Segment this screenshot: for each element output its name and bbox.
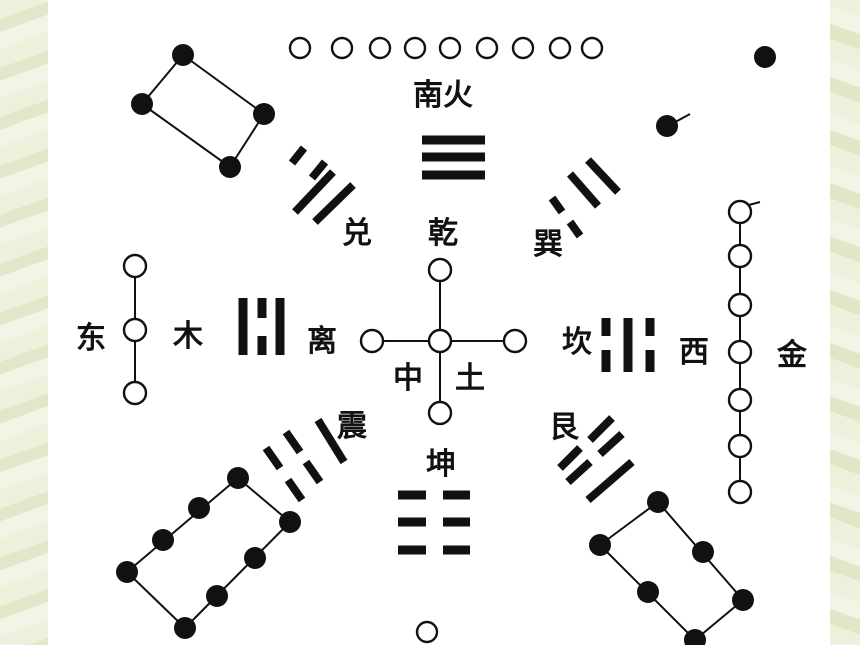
top-right-dot-2 bbox=[656, 115, 678, 137]
label-zhen: 震 bbox=[337, 409, 368, 444]
label-south-fire: 南火 bbox=[413, 78, 473, 113]
bottom-right-dot-6 bbox=[684, 629, 706, 645]
top-left-rect-edge-3 bbox=[141, 103, 231, 168]
zhen-line-1 bbox=[314, 417, 348, 465]
bottom-left-dot-7 bbox=[206, 585, 228, 607]
top-hollow-circle-2 bbox=[330, 36, 354, 60]
xun-line-1 bbox=[566, 171, 602, 209]
top-left-dot-3 bbox=[219, 156, 241, 178]
center-hollow-5 bbox=[427, 400, 453, 426]
bottom-left-rect-edge-3 bbox=[184, 521, 291, 629]
diagram-marks bbox=[116, 36, 776, 645]
top-hollow-circle-6 bbox=[475, 36, 499, 60]
west-hollow-5 bbox=[727, 387, 753, 413]
east-hollow-3 bbox=[122, 380, 148, 406]
top-hollow-circle-4 bbox=[403, 36, 427, 60]
center-hollow-3 bbox=[427, 328, 453, 354]
bottom-left-dot-8 bbox=[174, 617, 196, 639]
top-hollow-circle-7 bbox=[511, 36, 535, 60]
dui-line-2 bbox=[292, 169, 336, 215]
center-hollow-4 bbox=[502, 328, 528, 354]
bottom-left-dot-1 bbox=[116, 561, 138, 583]
decorative-border-right bbox=[830, 0, 860, 645]
dui-line-3 bbox=[312, 182, 356, 225]
west-hollow-4 bbox=[727, 339, 753, 365]
bottom-left-dot-3 bbox=[188, 497, 210, 519]
label-east: 东 bbox=[76, 321, 106, 356]
bottom-right-dot-3 bbox=[692, 541, 714, 563]
west-hollow-2 bbox=[727, 243, 753, 269]
top-hollow-circle-8 bbox=[548, 36, 572, 60]
bottom-left-dot-2 bbox=[152, 529, 174, 551]
label-wood: 木 bbox=[172, 319, 203, 354]
west-hollow-1 bbox=[727, 199, 753, 225]
xun-line-3a bbox=[548, 195, 566, 215]
bottom-right-dot-4 bbox=[732, 589, 754, 611]
label-xun: 巽 bbox=[533, 227, 563, 262]
decorative-border-left bbox=[0, 0, 48, 645]
gen-line-2b bbox=[597, 431, 625, 457]
center-hollow-2 bbox=[359, 328, 385, 354]
top-left-dot-2 bbox=[253, 103, 275, 125]
bottom-right-dot-1 bbox=[589, 534, 611, 556]
dui-line-1b bbox=[288, 145, 308, 166]
gen-line-1b bbox=[557, 445, 583, 471]
gen-line-1a bbox=[587, 415, 615, 443]
zhen-line-2b bbox=[302, 459, 324, 485]
zhen-line-3a bbox=[262, 445, 284, 471]
bottom-hollow-circle bbox=[415, 620, 439, 644]
bottom-right-dot-5 bbox=[637, 581, 659, 603]
label-metal: 金 bbox=[776, 338, 808, 373]
label-kan: 坎 bbox=[562, 325, 592, 360]
top-hollow-circle-1 bbox=[288, 36, 312, 60]
label-dui: 兑 bbox=[342, 216, 372, 251]
xun-line-2 bbox=[585, 157, 621, 195]
bottom-left-dot-5 bbox=[279, 511, 301, 533]
bottom-left-dot-4 bbox=[227, 467, 249, 489]
top-hollow-circle-5 bbox=[438, 36, 462, 60]
top-hollow-circle-3 bbox=[368, 36, 392, 60]
center-hollow-1 bbox=[427, 257, 453, 283]
bottom-left-rect-edge-1 bbox=[126, 477, 239, 573]
label-west: 西 bbox=[679, 335, 709, 370]
east-hollow-1 bbox=[122, 253, 148, 279]
bottom-right-dot-2 bbox=[647, 491, 669, 513]
bottom-left-dot-6 bbox=[244, 547, 266, 569]
label-earth: 土 bbox=[455, 361, 485, 396]
dui-line-1a bbox=[308, 159, 329, 181]
west-hollow-6 bbox=[727, 433, 753, 459]
west-hollow-3 bbox=[727, 292, 753, 318]
label-qian: 乾 bbox=[428, 216, 458, 251]
label-gen: 艮 bbox=[549, 410, 580, 445]
top-hollow-circle-9 bbox=[580, 36, 604, 60]
gen-line-3 bbox=[585, 458, 635, 504]
label-kun: 坤 bbox=[426, 447, 456, 482]
label-li: 离 bbox=[307, 324, 337, 359]
west-hollow-7 bbox=[727, 479, 753, 505]
zhen-line-3b bbox=[284, 477, 306, 503]
gen-line-2a bbox=[565, 459, 593, 485]
bottom-right-rect-edge-1 bbox=[599, 501, 659, 546]
top-right-dot-1 bbox=[754, 46, 776, 68]
bottom-left-rect-edge-2 bbox=[237, 477, 291, 523]
east-hollow-2 bbox=[122, 317, 148, 343]
label-center: 中 bbox=[393, 361, 423, 396]
zhen-line-2a bbox=[282, 429, 304, 455]
bottom-left-rect-edge-4 bbox=[126, 571, 186, 629]
top-left-dot-4 bbox=[131, 93, 153, 115]
top-left-rect-edge-1 bbox=[182, 54, 265, 115]
top-left-dot-1 bbox=[172, 44, 194, 66]
xun-line-3b bbox=[566, 219, 584, 239]
